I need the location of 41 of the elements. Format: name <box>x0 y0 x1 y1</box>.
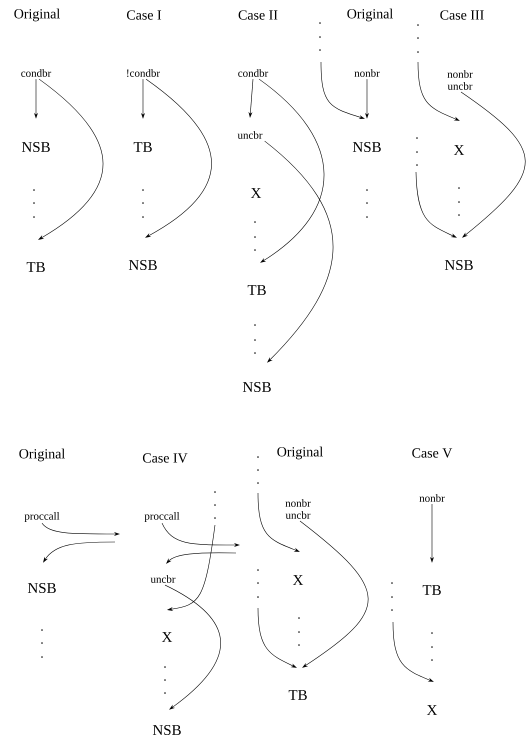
block-label: TB <box>422 585 441 595</box>
block-label: TB <box>134 142 152 152</box>
instruction-label: !condbr <box>127 69 160 77</box>
instruction-label: nonbr uncbr <box>285 499 311 519</box>
instruction-label: nonbr uncbr <box>447 70 473 90</box>
instruction-label: nonbr <box>354 69 380 77</box>
column-title: Case II <box>238 10 278 20</box>
column-title: Original <box>277 446 323 460</box>
block-label: NSB <box>352 142 381 152</box>
instruction-label: condbr <box>238 69 268 77</box>
instruction-label: nonbr <box>419 494 445 502</box>
instruction-label: uncbr <box>238 131 262 139</box>
instruction-label: condbr <box>21 69 52 77</box>
block-label: NSB <box>22 142 50 152</box>
block-label: NSB <box>128 260 157 270</box>
column-title: Case I <box>126 10 162 20</box>
arrow <box>300 520 368 668</box>
column-title: Original <box>14 8 60 22</box>
block-label: NSB <box>444 260 473 270</box>
block-label: X <box>426 705 438 715</box>
column-title: Case IV <box>142 453 188 463</box>
column-title: Case III <box>440 10 484 20</box>
column-title: Original <box>19 448 65 462</box>
block-label: TB <box>26 262 45 272</box>
column-title: Case V <box>412 448 452 458</box>
block-label: NSB <box>242 382 271 392</box>
block-label: TB <box>248 285 266 295</box>
block-label: X <box>454 145 464 155</box>
instruction-label: uncbr <box>150 575 176 583</box>
block-label: TB <box>288 690 307 700</box>
block-label: NSB <box>28 582 56 594</box>
block-label: X <box>162 632 172 642</box>
arrow <box>258 78 324 263</box>
block-label: X <box>292 575 304 585</box>
block-label: X <box>250 188 262 198</box>
arrow <box>166 552 236 564</box>
arrow <box>164 584 221 710</box>
instruction-label: proccall <box>24 512 60 522</box>
column-title: Original <box>347 8 393 22</box>
instruction-label: proccall <box>144 512 180 522</box>
block-label: NSB <box>152 724 181 736</box>
